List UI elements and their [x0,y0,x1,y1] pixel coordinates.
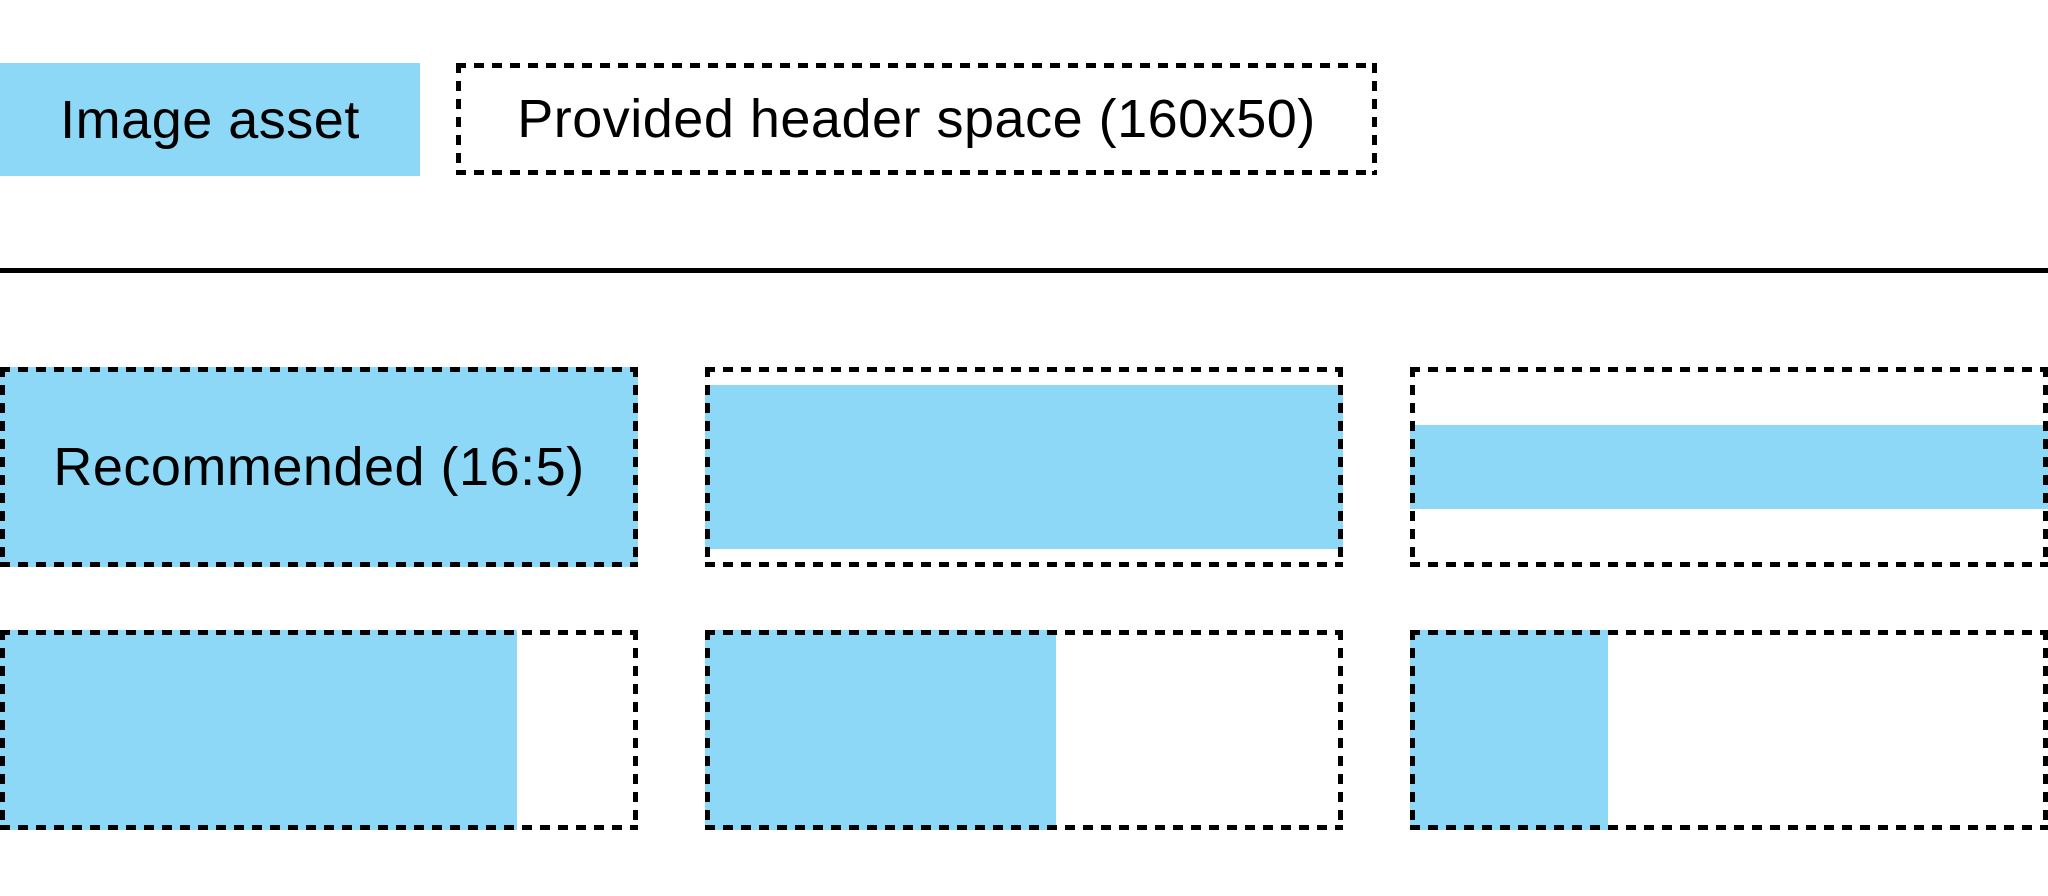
example-box-tall-asset [0,630,638,830]
provided-header-space-label: Provided header space (160x50) [517,89,1316,149]
image-asset-label: Image asset [60,89,360,150]
recommended-label: Recommended (16:5) [53,437,585,497]
asset-fill [0,630,517,830]
example-box-wide-asset [705,367,1343,567]
asset-fill [705,385,1343,549]
image-asset-swatch: Image asset [0,63,420,176]
example-box-recommended: Recommended (16:5) [0,367,638,567]
example-box-taller-asset [705,630,1343,830]
asset-fill [705,630,1056,830]
asset-fill [0,367,638,567]
example-box-square-asset [1410,630,2048,830]
provided-header-space-box: Provided header space (160x50) [456,63,1377,175]
asset-fill [1410,425,2048,509]
asset-fill [1410,630,1608,830]
divider-line [0,268,2048,273]
example-box-very-wide-asset [1410,367,2048,567]
